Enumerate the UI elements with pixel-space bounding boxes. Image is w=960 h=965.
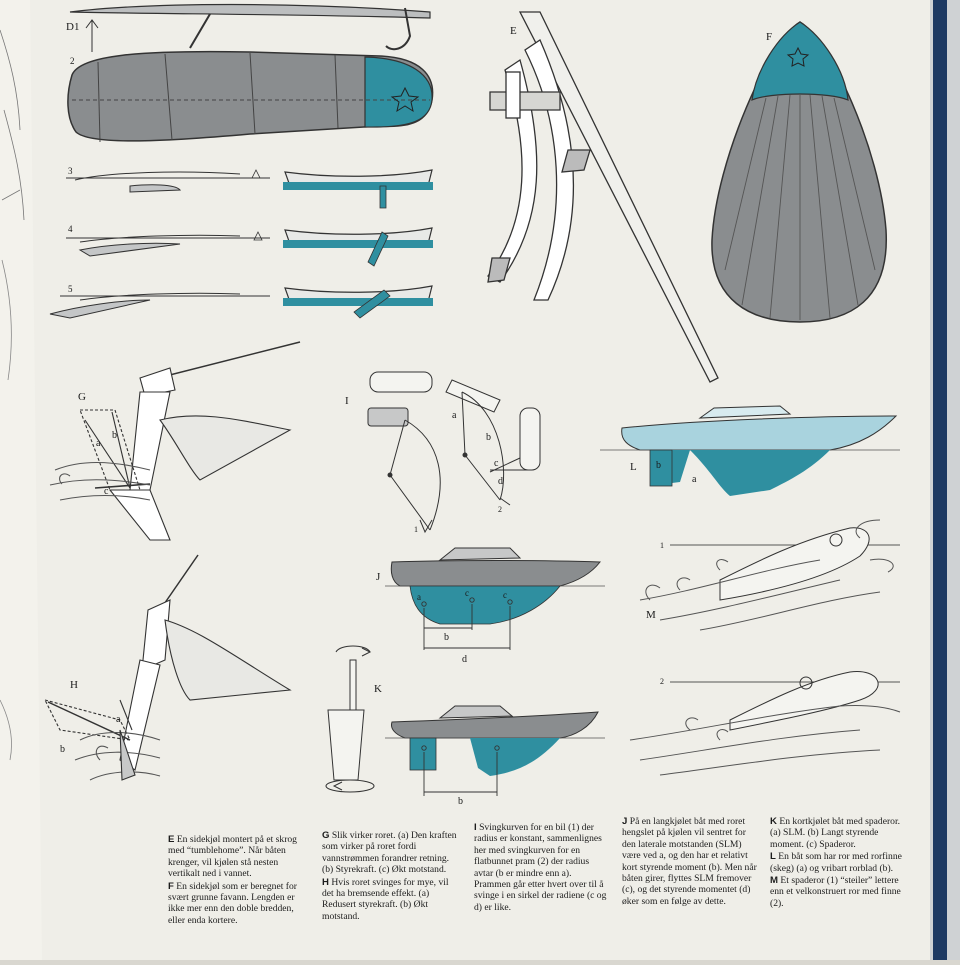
label-j-a: a [417, 592, 421, 602]
figure-g-rudder-forces [49, 341, 301, 541]
boats-3-5 [283, 169, 433, 319]
label-m-2: 2 [660, 677, 664, 686]
label-h-b: b [60, 744, 65, 755]
label-g: G [78, 391, 86, 403]
figure-rudder-planform [67, 50, 434, 143]
caption-column-3: I Svingkurven for en bil (1) der radius … [474, 822, 608, 914]
caption-h: H Hvis roret svinges for mye, vil det ha… [322, 876, 449, 922]
caption-f: F En sidekjøl som er beregnet for svært … [168, 880, 297, 926]
label-j-b: b [444, 632, 449, 643]
book-cover-edge [933, 0, 947, 960]
label-j-c1: c [465, 588, 469, 598]
caption-g: G Slik virker roret. (a) Den kraften som… [322, 830, 457, 876]
label-i: I [345, 395, 349, 407]
label-2: 2 [70, 56, 75, 66]
label-l-b: b [656, 460, 661, 471]
caption-column-5: K En kortkjølet båt med spaderor. (a) SL… [770, 816, 910, 910]
label-3: 3 [68, 166, 73, 176]
caption-k: K En kortkjølet båt med spaderor. (a) SL… [770, 816, 901, 850]
caption-i: I Svingkurven for en bil (1) der radius … [474, 822, 607, 913]
left-page-edge [0, 0, 42, 960]
label-g-c: c [104, 486, 109, 497]
label-i-a: a [452, 410, 457, 421]
figure-d1 [69, 3, 431, 52]
caption-j: J På en langkjølet båt med roret hengsle… [622, 816, 757, 907]
figure-l-skeg-boat [600, 405, 900, 496]
caption-column-2: G Slik virker roret. (a) Den kraften som… [322, 830, 462, 923]
label-e: E [510, 25, 517, 37]
label-i-c: c [494, 458, 499, 469]
label-g-b: b [112, 430, 117, 441]
label-i-2: 2 [498, 505, 502, 514]
figure-labels: D1 2 3 4 5 E F G b a c I a b c d 1 2 L b… [60, 21, 772, 807]
label-h: H [70, 679, 78, 691]
caption-column-4: J På en langkjølet båt med roret hengsle… [622, 816, 758, 908]
label-k: K [374, 683, 382, 695]
label-m-1: 1 [660, 541, 664, 550]
label-m: M [646, 609, 656, 621]
label-l: L [630, 461, 637, 473]
figure-i-turning-curves [367, 371, 541, 534]
label-f: F [766, 31, 772, 43]
label-i-d: d [498, 476, 503, 487]
figure-j-long-keel [385, 547, 605, 650]
label-i-b: b [486, 432, 491, 443]
label-h-a: a [116, 714, 121, 725]
label-l-a: a [692, 474, 697, 485]
label-i-1: 1 [414, 525, 418, 534]
label-g-a: a [96, 438, 101, 449]
figure-e-side-keel [487, 11, 719, 383]
label-k-b: b [458, 796, 463, 807]
label-j-c2: c [503, 590, 507, 600]
caption-column-1: E En sidekjøl montert på et skrog med “t… [168, 834, 306, 927]
label-4: 4 [68, 224, 73, 234]
caption-m: M Et spaderor (1) “steiler” lettere enn … [770, 875, 901, 909]
caption-l: L En båt som har ror med rorfinne (skeg)… [770, 851, 902, 874]
caption-e: E En sidekjøl montert på et skrog med “t… [168, 834, 297, 880]
label-j-d: d [462, 654, 467, 665]
figure-m-flow-rudders [629, 519, 901, 776]
label-5: 5 [68, 284, 73, 294]
label-d1: D1 [66, 21, 79, 33]
figure-k-spade-rudder [325, 645, 605, 796]
label-j: J [376, 571, 381, 583]
figure-h-oversteered-rudder [43, 554, 292, 781]
figure-f-side-keel-planform [711, 21, 887, 323]
figure-rows-3-5 [49, 169, 270, 319]
